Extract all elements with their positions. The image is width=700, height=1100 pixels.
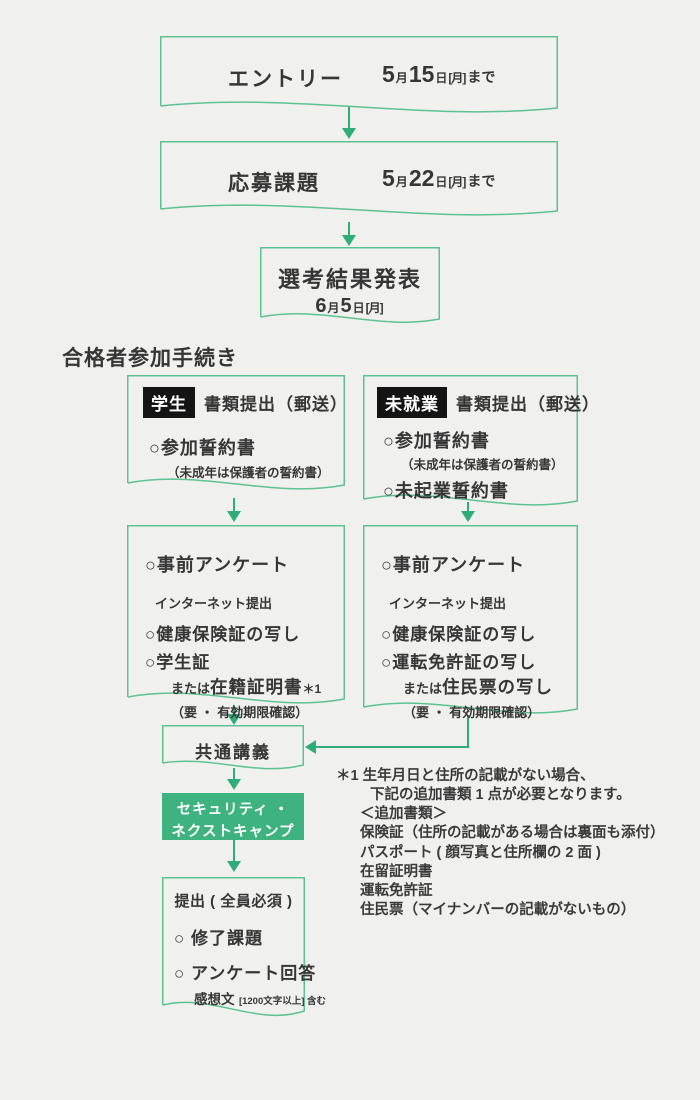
- wavy-box-outline: [260, 247, 440, 323]
- submission-item-final-task: ○ 修了課題: [174, 929, 263, 948]
- wavy-box-outline: [160, 141, 558, 216]
- task-month: 5: [382, 165, 395, 191]
- entry-box: エントリー 5 月 15 日 [月] まで: [160, 36, 558, 120]
- entry-title: エントリー: [228, 68, 343, 91]
- arrow-head-icon: [227, 779, 241, 790]
- footnote-line: 下記の追加書類 1 点が必要となります。: [370, 787, 631, 804]
- student-precheck-survey: ○事前アンケート: [145, 555, 290, 575]
- submission-box: 提出 ( 全員必須 ) ○ 修了課題 ○ アンケート回答 感想文 [1200文字…: [162, 877, 326, 1025]
- students-documents-box: 学生 書類提出（郵送） ○参加誓約書 （未成年は保護者の誓約書）: [127, 375, 348, 497]
- unemployed-precheck-validity-note: （要 ・ 有効期限確認）: [403, 705, 541, 720]
- footnote-line: ＜追加書類＞: [360, 806, 447, 823]
- submission-essay-note: 感想文 [1200文字以上] 含む: [194, 988, 326, 1009]
- unemployed-documents-box: 未就業 書類提出（郵送） ○参加誓約書 （未成年は保護者の誓約書） ○未起業誓約…: [363, 375, 599, 513]
- student-precheck-validity-note: （要 ・ 有効期限確認）: [171, 705, 309, 720]
- common-lecture-box: 共通講義: [162, 725, 304, 775]
- common-lecture-title: 共通講義: [195, 743, 271, 762]
- task-suffix: まで: [467, 173, 496, 189]
- alt-main-label: 在籍証明書: [210, 677, 303, 697]
- section-heading: 合格者参加手続き: [62, 347, 238, 370]
- footnote-line: 住民票（マイナンバーの記載がないもの）: [360, 901, 636, 918]
- unemployed-precheck-insurance: ○健康保険証の写し: [381, 625, 537, 644]
- submission-item-survey: ○ アンケート回答: [174, 964, 317, 983]
- student-precheck-alternative: または在籍証明書＊1: [171, 674, 345, 699]
- wavy-box-outline: [127, 375, 345, 490]
- entry-weekday: [月]: [448, 71, 466, 85]
- task-month-unit: 月: [395, 175, 408, 189]
- task-day: 22: [408, 165, 435, 191]
- footnote-line: 運転免許証: [360, 882, 433, 899]
- arrow-head-icon: [227, 511, 241, 522]
- entry-day: 15: [408, 61, 435, 87]
- wavy-box-outline: [127, 525, 345, 704]
- task-weekday: [月]: [448, 175, 466, 189]
- footnote: ＊1 生年月日と住所の記載がない場合、 下記の追加書類 1 点が必要となります。…: [336, 767, 665, 920]
- result-month: 6: [315, 295, 327, 317]
- entry-month-unit: 月: [395, 71, 408, 85]
- security-next-camp-box: セキュリティ ・ ネクストキャンプ: [162, 793, 304, 840]
- unemployed-docs-item-nonbusiness-pledge: ○未起業誓約書: [383, 481, 509, 501]
- essay-note-main: 感想文: [194, 992, 235, 1007]
- selection-result-box: 選考結果発表 6 月 5 日 [月]: [260, 247, 440, 331]
- task-day-unit: 日: [435, 175, 448, 189]
- students-precheck-box: ○事前アンケート インターネット提出 ○健康保険証の写し ○学生証 または在籍証…: [127, 525, 345, 720]
- student-chip: 学生: [143, 387, 195, 418]
- unemployed-precheck-license: ○運転免許証の写し: [381, 653, 537, 672]
- alt-main-label: 住民票の写し: [442, 677, 554, 697]
- entry-day-unit: 日: [435, 71, 448, 85]
- student-docs-title: 書類提出（郵送）: [204, 395, 348, 414]
- unemployed-precheck-box: ○事前アンケート インターネット提出 ○健康保険証の写し ○運転免許証の写し ま…: [363, 525, 578, 721]
- result-month-unit: 月: [327, 301, 340, 315]
- alt-prefix-label: または: [171, 681, 211, 696]
- footnote-line: 在留証明書: [360, 863, 433, 880]
- application-task-box: 応募課題 5 月 22 日 [月] まで: [160, 141, 558, 223]
- wavy-box-outline: [160, 36, 558, 113]
- wavy-box-outline: [363, 525, 578, 714]
- entry-deadline: 5 月 15 日 [月] まで: [382, 61, 495, 88]
- camp-title-line2: ネクストキャンプ: [171, 823, 295, 840]
- arrow-head-icon: [342, 235, 356, 246]
- student-precheck-id: ○学生証: [145, 653, 211, 672]
- footnote-line: ＊1 生年月日と住所の記載がない場合、: [336, 768, 595, 784]
- student-precheck-method: インターネット提出: [155, 596, 273, 611]
- submission-title: 提出 ( 全員必須 ): [174, 893, 293, 910]
- wavy-box-outline: [162, 877, 305, 1017]
- essay-note-detail: [1200文字以上] 含む: [238, 996, 327, 1007]
- arrow-head-icon: [227, 861, 241, 872]
- alt-prefix-label: または: [403, 681, 443, 696]
- result-weekday: [月]: [365, 301, 384, 315]
- wavy-box-outline: [363, 375, 578, 506]
- result-title: 選考結果発表: [277, 267, 422, 292]
- student-precheck-insurance: ○健康保険証の写し: [145, 625, 301, 644]
- result-date: 6 月 5 日 [月]: [260, 295, 440, 318]
- result-day-unit: 日: [352, 301, 365, 315]
- footnote-line: パスポート ( 顔写真と住所欄の 2 面 ): [360, 844, 601, 861]
- unemployed-docs-item-pledge: ○参加誓約書: [383, 431, 490, 451]
- unemployed-precheck-method: インターネット提出: [389, 596, 507, 611]
- arrow-head-icon: [342, 128, 356, 139]
- camp-title-line1: セキュリティ ・: [176, 802, 290, 818]
- unemployed-precheck-alternative: または住民票の写し: [403, 674, 578, 699]
- unemployed-docs-item-pledge-note: （未成年は保護者の誓約書）: [401, 458, 564, 472]
- footnote-line: 保険証（住所の記載がある場合は裏面も添付）: [360, 825, 665, 842]
- student-docs-item-pledge: ○参加誓約書: [149, 438, 256, 458]
- result-day: 5: [340, 295, 352, 317]
- arrow-head-icon: [227, 714, 241, 725]
- entry-suffix: まで: [467, 69, 496, 85]
- unemployed-precheck-survey: ○事前アンケート: [381, 555, 526, 575]
- task-deadline: 5 月 22 日 [月] まで: [382, 165, 495, 192]
- wavy-box-outline: [162, 725, 304, 770]
- unemployed-docs-title: 書類提出（郵送）: [456, 395, 600, 414]
- arrow-head-icon: [305, 740, 316, 754]
- arrow-head-icon: [461, 511, 475, 522]
- task-title: 応募課題: [228, 172, 320, 195]
- footnote-ref-marker: ＊1: [302, 682, 322, 696]
- entry-month: 5: [382, 61, 395, 87]
- student-docs-item-pledge-note: （未成年は保護者の誓約書）: [167, 466, 330, 480]
- unemployed-chip: 未就業: [377, 387, 447, 418]
